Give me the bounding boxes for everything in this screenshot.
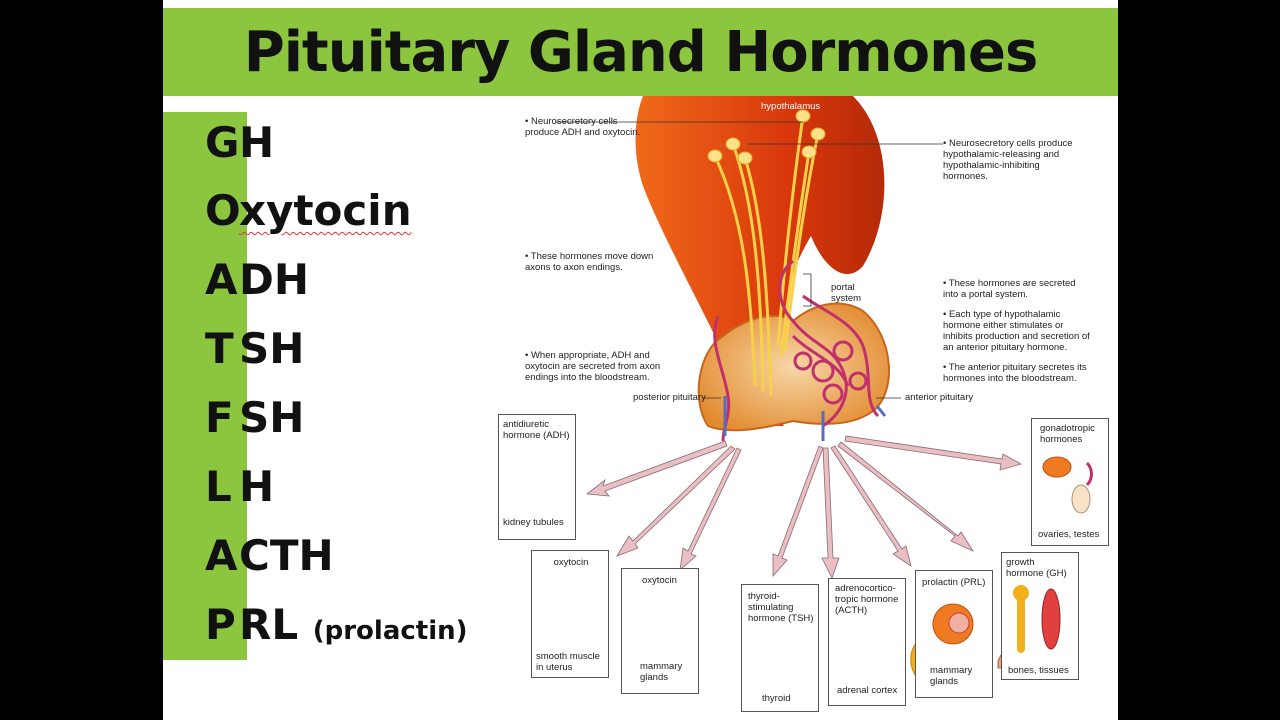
hormone-initial: T: [205, 324, 234, 373]
anterior-pituitary-label: anterior pituitary: [905, 392, 974, 403]
target-organ: ovaries, testes: [1038, 529, 1100, 540]
note-right-2: • These hormones are secreted into a por…: [943, 278, 1076, 300]
hormone-prl: PRL (prolactin): [205, 600, 468, 649]
hormone-rest: H: [239, 118, 275, 167]
target-box-gonado: gonadotropic hormones ovaries, testes: [1031, 418, 1109, 546]
hormone-rest: CTH: [239, 531, 334, 580]
target-hormone: thyroid-stimulating hormone (TSH): [748, 591, 814, 624]
target-organ: thyroid: [762, 693, 791, 704]
hormone-gh: GH: [205, 118, 274, 167]
target-organ: bones, tissues: [1008, 665, 1069, 676]
target-organ: kidney tubules: [503, 517, 564, 528]
hormone-rest: H: [239, 462, 275, 511]
bone-muscle-art: [1013, 585, 1061, 653]
hormone-note: (prolactin): [312, 616, 468, 646]
hormone-initial: P: [205, 600, 236, 649]
note-left-2: • These hormones move down axons to axon…: [525, 251, 654, 273]
hormone-arrows: [585, 435, 1023, 580]
hormone-initial: A: [205, 531, 238, 580]
note-right-1: • Neurosecretory cells produce hypothala…: [943, 138, 1073, 182]
target-hormone: growth hormone (GH): [1006, 557, 1067, 579]
green-strip: [163, 112, 247, 660]
target-hormone: oxytocin: [553, 557, 589, 568]
target-organ: mammary glands: [930, 665, 973, 687]
target-organ: adrenal cortex: [837, 685, 898, 696]
axon-bundle: [713, 115, 820, 397]
target-box-gh: growth hormone (GH) bones, tissues: [1001, 552, 1079, 680]
hormone-oxytocin: Oxytocin: [205, 186, 412, 235]
slide-title: Pituitary Gland Hormones: [243, 19, 1039, 85]
note-right-4: • The anterior pituitary secretes its ho…: [943, 362, 1087, 384]
target-box-oxytocin-uterus: oxytocin smooth muscle in uterus: [531, 550, 609, 678]
target-box-prl: prolactin (PRL) mammary glands: [915, 570, 993, 698]
target-box-oxytocin-mammary: oxytocin mammary glands: [621, 568, 699, 694]
hormone-initial: O: [205, 186, 241, 235]
note-left-1: • Neurosecretory cells produce ADH and o…: [525, 116, 641, 138]
title-bar: Pituitary Gland Hormones: [163, 8, 1118, 96]
hypothalamus-tissue: [635, 96, 885, 426]
target-hormone: antidiuretic hormone (ADH): [503, 419, 570, 441]
target-organ: mammary glands: [640, 661, 683, 683]
prl-mammary-art: [932, 603, 974, 645]
slide: Pituitary Gland Hormones GH Oxytocin ADH…: [163, 0, 1118, 720]
target-hormone: adrenocortico-tropic hormone (ACTH): [835, 583, 899, 616]
pituitary-diagram: hypothalamus • Neurosecretory cells prod…: [493, 96, 1118, 720]
hormone-rest: DH: [239, 255, 310, 304]
veins: [723, 396, 887, 441]
hormone-adh: ADH: [205, 255, 309, 304]
gonad-art: [1042, 456, 1093, 514]
hypothalamus-label: hypothalamus: [761, 101, 821, 112]
target-box-acth: adrenocortico-tropic hormone (ACTH) adre…: [828, 578, 906, 706]
target-organ: smooth muscle in uterus: [536, 651, 600, 673]
target-hormone: gonadotropic hormones: [1040, 423, 1095, 445]
diagram-art: [518, 96, 1054, 687]
target-hormone: prolactin (PRL): [922, 577, 986, 588]
hormone-rest: SH: [239, 324, 305, 373]
hormone-initial: A: [205, 255, 238, 304]
hormone-acth: ACTH: [205, 531, 334, 580]
note-left-3: • When appropriate, ADH and oxytocin are…: [525, 350, 661, 383]
hormone-rest: xytocin: [239, 186, 412, 235]
target-hormone: oxytocin: [642, 575, 677, 586]
posterior-pituitary-label: posterior pituitary: [633, 392, 706, 403]
target-box-tsh: thyroid-stimulating hormone (TSH) thyroi…: [741, 584, 819, 712]
hormone-initial: F: [205, 393, 234, 442]
hormone-rest: RL: [239, 600, 299, 649]
hormone-rest: SH: [239, 393, 305, 442]
hormone-initial: L: [205, 462, 232, 511]
hormone-initial: G: [205, 118, 240, 167]
note-right-3: • Each type of hypothalamic hormone eith…: [943, 309, 1090, 353]
portal-system-label: portal system: [831, 282, 862, 304]
portal-vessels: [713, 259, 880, 442]
target-box-adh: antidiuretic hormone (ADH) kidney tubule…: [498, 414, 576, 540]
leader-lines: [555, 121, 943, 399]
